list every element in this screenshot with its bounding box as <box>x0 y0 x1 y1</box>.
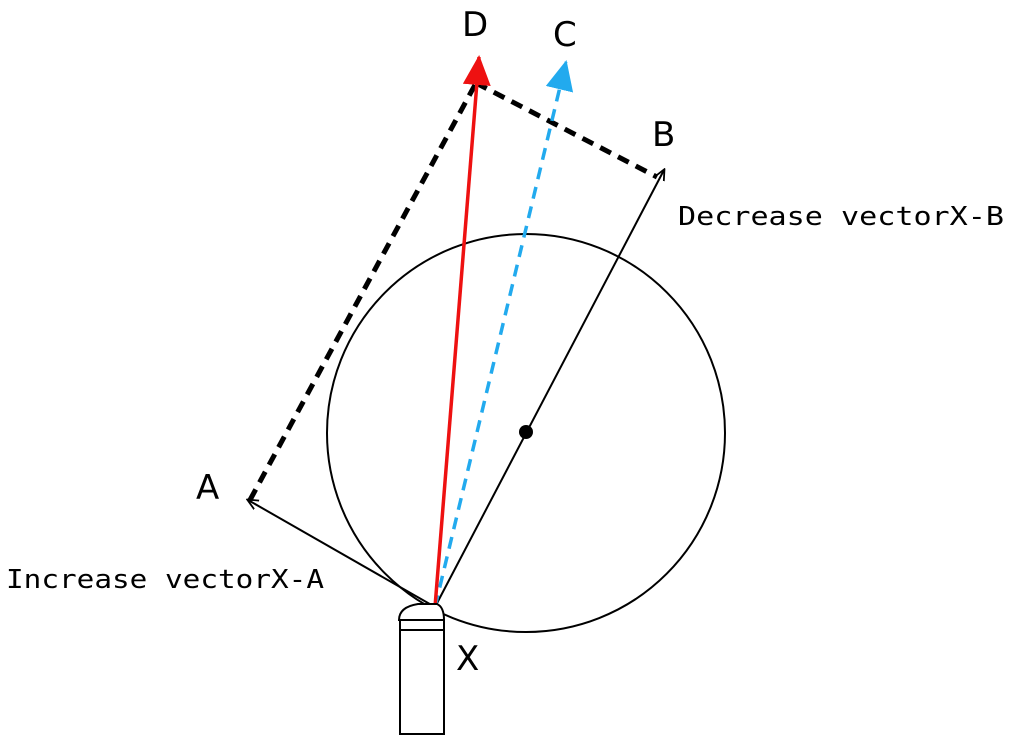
vector-x-to-b <box>434 170 664 608</box>
label-d: D <box>462 5 488 45</box>
annotation-decrease: Decrease vectorX-B <box>678 202 1004 232</box>
label-c: C <box>553 15 577 55</box>
label-x: X <box>456 639 479 679</box>
dashed-line-a-to-d <box>247 81 479 502</box>
dashed-line-d-to-b <box>474 80 659 180</box>
label-b: B <box>652 115 675 155</box>
vector-x-to-a <box>248 500 436 608</box>
vector-x-to-d <box>433 55 491 608</box>
annotation-increase: Increase vectorX-A <box>6 565 324 595</box>
device-body <box>397 603 446 735</box>
vector-x-to-c <box>433 60 574 608</box>
label-a: A <box>196 468 219 508</box>
